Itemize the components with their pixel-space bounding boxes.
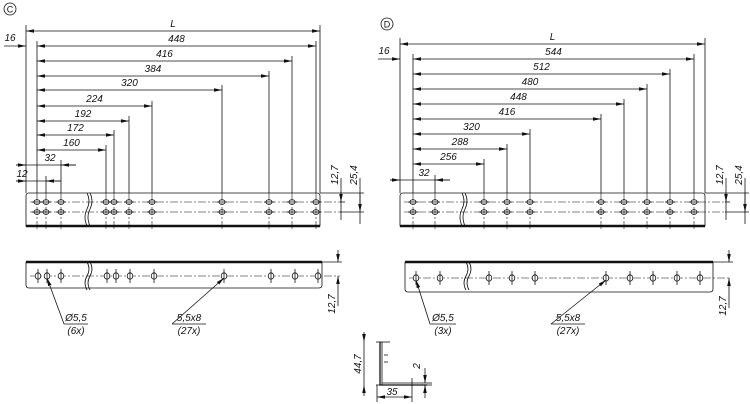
dimension-label: 288 bbox=[451, 137, 469, 148]
profile-thickness-label: 2 bbox=[412, 363, 423, 370]
dimension-label: 32 bbox=[418, 168, 430, 179]
dimension-label: 416 bbox=[499, 107, 516, 118]
dimension-16-label: 16 bbox=[378, 46, 390, 57]
view-label: C bbox=[7, 5, 14, 15]
view-label: D bbox=[384, 20, 391, 30]
height-dim-label: 25,4 bbox=[734, 165, 745, 186]
callout-size: Ø5,5 bbox=[64, 313, 87, 324]
height-dim-label: 12,7 bbox=[330, 165, 341, 185]
callout-count: (3x) bbox=[434, 326, 451, 337]
bar-outline bbox=[25, 192, 321, 227]
dimension-label: 192 bbox=[75, 109, 92, 120]
callout-count: (27x) bbox=[178, 326, 201, 337]
callout-size: 5,5x8 bbox=[177, 313, 202, 324]
callout-size: 5,5x8 bbox=[556, 313, 581, 324]
dimension-label: 448 bbox=[510, 92, 527, 103]
dimension-label: 256 bbox=[439, 152, 457, 163]
callout-size: Ø5,5 bbox=[431, 313, 454, 324]
view-badge-circle bbox=[3, 2, 17, 16]
callout-count: (6x) bbox=[67, 326, 84, 337]
height-dim-label: 12,7 bbox=[327, 294, 338, 314]
dimension-L-label: L bbox=[170, 19, 176, 30]
dimension-label: 32 bbox=[44, 153, 56, 164]
dimension-16-label: 16 bbox=[4, 33, 16, 44]
leader-line bbox=[415, 279, 431, 325]
dimension-label: 320 bbox=[463, 122, 480, 133]
view-badge-circle bbox=[380, 17, 394, 31]
leader-line bbox=[171, 277, 225, 325]
dimension-label: 160 bbox=[63, 138, 80, 149]
dimension-label: 320 bbox=[121, 78, 138, 89]
break-line bbox=[84, 192, 93, 227]
dimension-label: 544 bbox=[545, 47, 562, 58]
dimension-label: 172 bbox=[67, 123, 84, 134]
dimension-label: 416 bbox=[156, 49, 173, 60]
leader-line bbox=[550, 279, 607, 325]
bar-outline bbox=[399, 192, 706, 227]
dimension-label: 448 bbox=[168, 34, 185, 45]
dimension-L-label: L bbox=[550, 32, 556, 43]
height-dim-label: 25,4 bbox=[349, 165, 360, 186]
side-outline bbox=[404, 262, 714, 293]
dimension-label: 224 bbox=[85, 94, 103, 105]
dimension-label: 12 bbox=[16, 169, 28, 180]
profile-width-label: 35 bbox=[386, 387, 398, 398]
callout-count: (27x) bbox=[557, 326, 580, 337]
profile-height-label: 44,7 bbox=[353, 354, 364, 374]
break-line bbox=[459, 192, 468, 227]
dimension-label: 480 bbox=[522, 77, 539, 88]
height-dim-label: 12,7 bbox=[715, 165, 726, 185]
side-outline bbox=[25, 262, 323, 289]
dimension-label: 384 bbox=[145, 64, 162, 75]
break-line bbox=[463, 261, 472, 291]
dimension-label: 512 bbox=[533, 62, 550, 73]
height-dim-label: 12,7 bbox=[718, 296, 729, 316]
leader-line bbox=[46, 277, 65, 325]
